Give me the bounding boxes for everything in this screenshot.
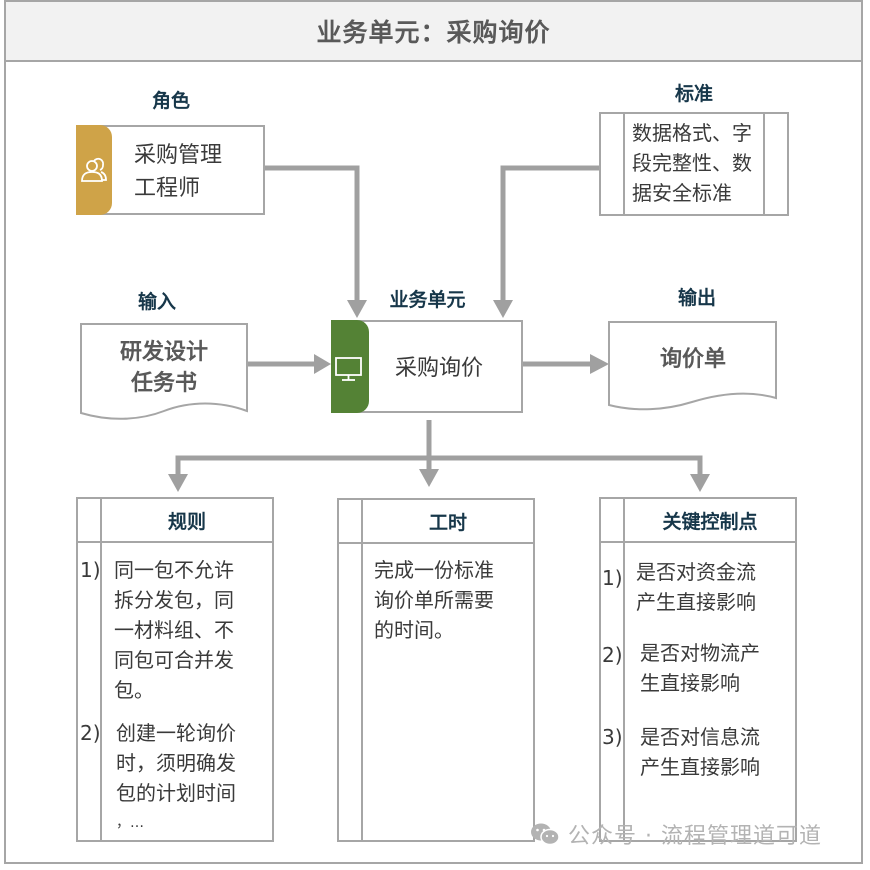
unit-accent-tab xyxy=(331,320,369,413)
control-point-text: 是否对信息流 产生直接影响 xyxy=(640,722,760,782)
wechat-icon xyxy=(531,823,560,846)
rules-item-text: 同一包不允许 拆分发包，同 一材料组、不 同包可合并发 包。 xyxy=(114,555,234,705)
rules-line: 拆分发包，同 xyxy=(114,588,234,612)
control-points-column-divider xyxy=(623,499,625,840)
control-point-line: 是否对资金流 xyxy=(636,560,756,584)
arrowhead-control xyxy=(690,474,710,492)
arrowhead-standard xyxy=(493,300,513,318)
workhours-title: 工时 xyxy=(428,511,467,534)
standard-text: 数据格式、字 段完整性、数 据安全标准 xyxy=(632,118,772,208)
title-bar: 业务单元：采购询价 xyxy=(4,0,863,62)
rules-line: ，… xyxy=(116,815,144,831)
rules-item-number: 1) xyxy=(80,558,101,582)
control-point-line: 产生直接影响 xyxy=(636,590,756,614)
input-line: 研发设计 xyxy=(119,340,208,365)
rules-title: 规则 xyxy=(167,510,206,533)
control-point-line: 是否对物流产 xyxy=(640,641,760,665)
arrowhead-workhours xyxy=(419,469,439,487)
rules-column-divider xyxy=(100,499,102,840)
output-name: 询价单 xyxy=(659,347,726,372)
unit-name: 采购询价 xyxy=(395,356,484,381)
control-point-line: 产生直接影响 xyxy=(640,755,760,779)
rules-line: 包。 xyxy=(114,678,154,702)
workhours-line: 的时间。 xyxy=(374,618,454,642)
control-point-number: 2) xyxy=(602,643,623,667)
role-line: 工程师 xyxy=(134,176,201,201)
standard-line: 段完整性、数 xyxy=(632,151,752,175)
control-points-panel[interactable]: 关键控制点 xyxy=(599,497,797,842)
watermark: 公众号 · 流程管理道可道 xyxy=(530,818,822,850)
arrowhead-rules xyxy=(168,474,188,492)
workhours-line: 完成一份标准 xyxy=(374,558,494,582)
connector-role-to-unit xyxy=(264,165,360,300)
rules-line: 创建一轮询价 xyxy=(116,721,236,745)
rules-line: 包的计划时间 xyxy=(116,781,236,805)
rules-line: 同包可合并发 xyxy=(114,648,234,672)
rules-panel[interactable]: 规则 xyxy=(76,497,274,842)
input-line: 任务书 xyxy=(130,371,197,396)
role-box[interactable]: 采购管理 工程师 xyxy=(76,125,265,215)
output-label: 输出 xyxy=(677,287,716,309)
workhours-panel[interactable]: 工时 xyxy=(337,498,535,842)
standard-right-bar xyxy=(763,114,765,214)
arrowhead-role xyxy=(347,300,367,318)
arrowhead-input xyxy=(314,354,331,374)
arrowhead-output xyxy=(590,354,609,374)
standard-left-bar xyxy=(623,114,625,214)
control-point-text: 是否对资金流 产生直接影响 xyxy=(636,557,756,617)
role-text: 采购管理 工程师 xyxy=(134,139,222,205)
monitor-icon xyxy=(335,357,362,381)
rules-line: 同一包不允许 xyxy=(114,558,234,582)
input-document-shape[interactable] xyxy=(80,323,250,423)
workhours-line: 询价单所需要 xyxy=(374,588,494,612)
control-point-line: 是否对信息流 xyxy=(640,725,760,749)
control-point-number: 1) xyxy=(602,566,623,590)
control-point-line: 生直接影响 xyxy=(640,671,740,695)
unit-box[interactable]: 采购询价 xyxy=(331,320,523,413)
rules-item-number: 2) xyxy=(80,721,101,745)
standard-box[interactable]: 数据格式、字 段完整性、数 据安全标准 xyxy=(599,112,789,216)
unit-label: 业务单元 xyxy=(389,289,466,311)
role-accent-tab xyxy=(76,125,112,215)
connector-standard-to-unit xyxy=(500,165,599,300)
workhours-column-divider xyxy=(361,500,363,840)
control-point-number: 3) xyxy=(602,725,623,749)
connector-branch xyxy=(175,455,703,477)
users-icon xyxy=(81,157,107,182)
workhours-header-divider xyxy=(339,542,533,544)
standard-line: 据安全标准 xyxy=(632,181,732,205)
workhours-text: 完成一份标准 询价单所需要 的时间。 xyxy=(374,555,524,645)
control-points-header-divider xyxy=(601,541,795,543)
input-text: 研发设计 任务书 xyxy=(80,337,248,399)
standard-label: 标准 xyxy=(674,83,713,105)
watermark-text: 公众号 · 流程管理道可道 xyxy=(568,824,822,849)
rules-line: 一材料组、不 xyxy=(114,618,234,642)
page-title: 业务单元：采购询价 xyxy=(316,18,551,47)
control-point-text: 是否对物流产 生直接影响 xyxy=(640,638,760,698)
rules-line: 时，须明确发 xyxy=(116,751,236,775)
input-label: 输入 xyxy=(137,291,176,313)
rules-header-divider xyxy=(78,541,272,543)
role-line: 采购管理 xyxy=(134,143,223,168)
standard-line: 数据格式、字 xyxy=(632,121,752,145)
role-label: 角色 xyxy=(151,90,190,112)
output-document-shape[interactable] xyxy=(608,320,780,420)
rules-item-text: 创建一轮询价 时，须明确发 包的计划时间 ，… xyxy=(116,718,236,838)
control-points-title: 关键控制点 xyxy=(662,510,758,533)
